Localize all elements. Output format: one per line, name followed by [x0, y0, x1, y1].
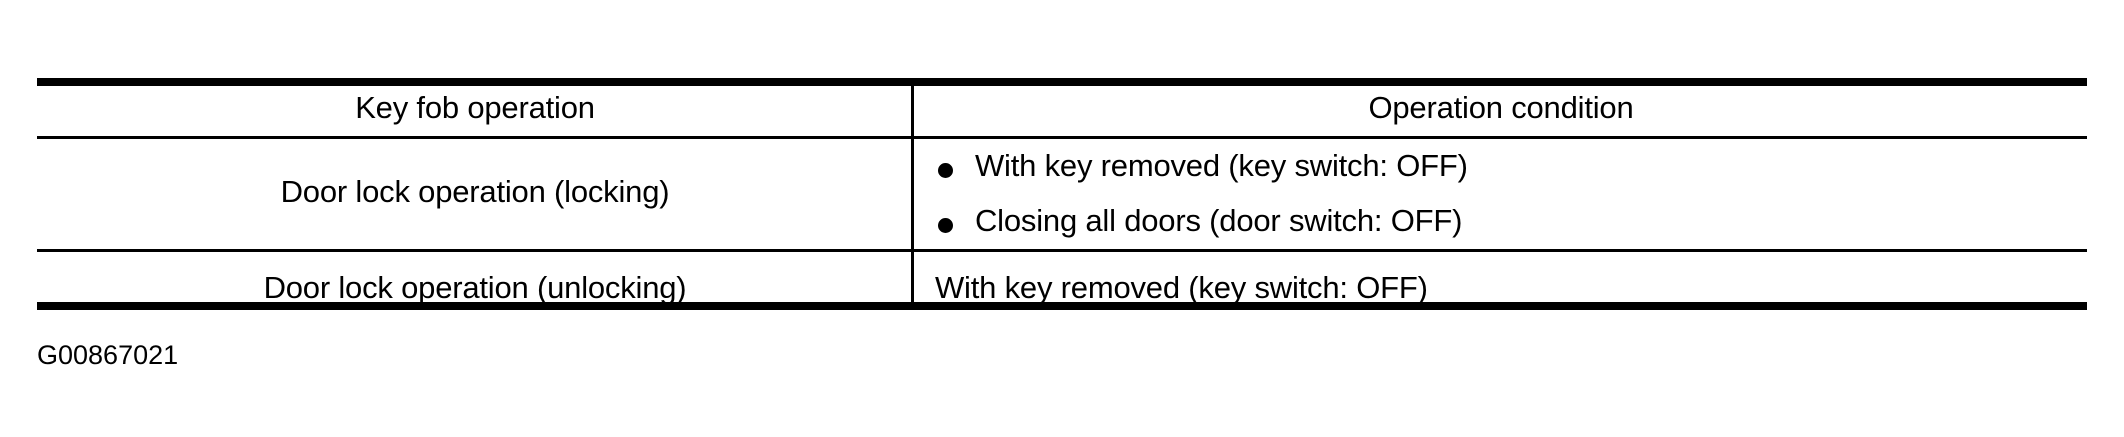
- condition-text: With key removed (key switch: OFF): [935, 270, 1428, 305]
- table-column-divider: [911, 84, 914, 306]
- list-item-label: Closing all doors (door switch: OFF): [975, 202, 1463, 238]
- table-row-2-condition: With key removed (key switch: OFF): [935, 270, 2085, 305]
- table-row-2-operation: Door lock operation (unlocking): [263, 270, 687, 305]
- list-item-label: With key removed (key switch: OFF): [975, 148, 1468, 183]
- bullet-dot-icon: [938, 217, 953, 233]
- table-row-1-operation: Door lock operation (locking): [280, 174, 670, 209]
- figure-caption-id: G00867021: [37, 340, 179, 370]
- condition-bullet-list: With key removed (key switch: OFF) Closi…: [935, 148, 2085, 238]
- list-item: With key removed (key switch: OFF): [935, 148, 2085, 183]
- table-row-separator: [37, 249, 2087, 252]
- table-bottom-rule: [37, 302, 2087, 310]
- table-top-rule: [37, 78, 2087, 86]
- column-header-key-fob-operation: Key fob operation: [355, 90, 595, 125]
- table-row-1-condition: With key removed (key switch: OFF) Closi…: [935, 148, 2085, 238]
- bullet-dot-icon: [938, 163, 953, 178]
- column-header-operation-condition: Operation condition: [1368, 90, 1634, 125]
- table-header-rule: [37, 136, 2087, 139]
- list-item: Closing all doors (door switch: OFF): [935, 202, 2085, 238]
